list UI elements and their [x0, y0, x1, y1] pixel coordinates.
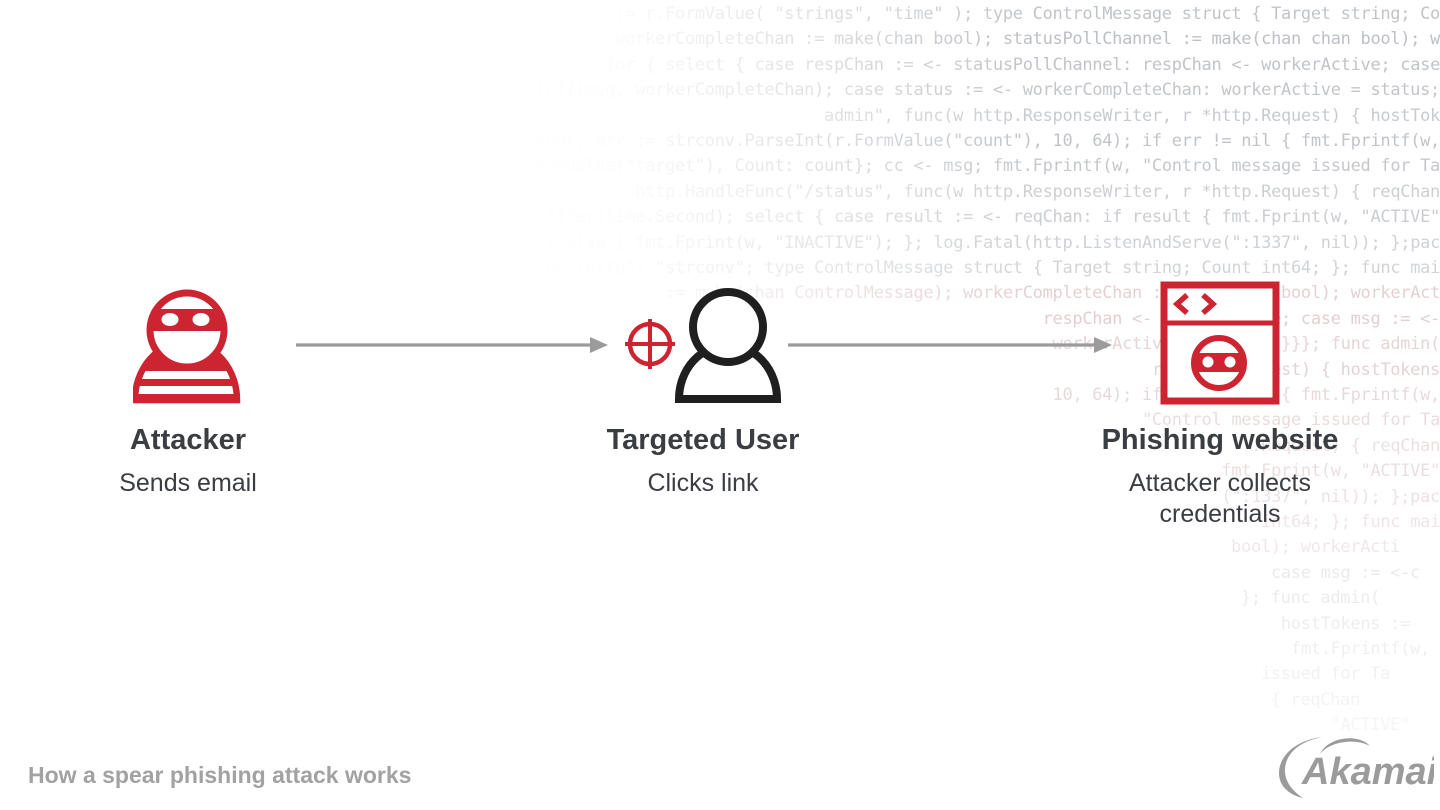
akamai-logo: Akamai: [1272, 736, 1434, 800]
diagram-caption: How a spear phishing attack works: [28, 762, 412, 788]
targeted-user-icon: [675, 288, 781, 404]
akamai-logo-arc: [1320, 738, 1370, 754]
step-subtitle-phishing-website: Attacker collects credentials: [1128, 469, 1311, 528]
crosshair-target-icon: [624, 318, 676, 370]
step-title-phishing-website: Phishing website: [1101, 424, 1339, 456]
step-title-targeted-user: Targeted User: [606, 424, 800, 456]
akamai-logo-swoosh: [1279, 737, 1322, 798]
akamai-logo-text: Akamai: [1301, 751, 1434, 793]
code-fade-overlay: [420, 0, 1440, 760]
arrow-attacker-to-user: [294, 336, 612, 354]
step-title-attacker: Attacker: [129, 424, 247, 456]
phishing-browser-icon: [1158, 279, 1282, 405]
step-subtitle-targeted-user: Clicks link: [647, 469, 759, 497]
arrow-user-to-website: [786, 336, 1116, 354]
step-subtitle-attacker: Sends email: [119, 469, 257, 497]
attacker-ninja-icon: [133, 283, 243, 405]
